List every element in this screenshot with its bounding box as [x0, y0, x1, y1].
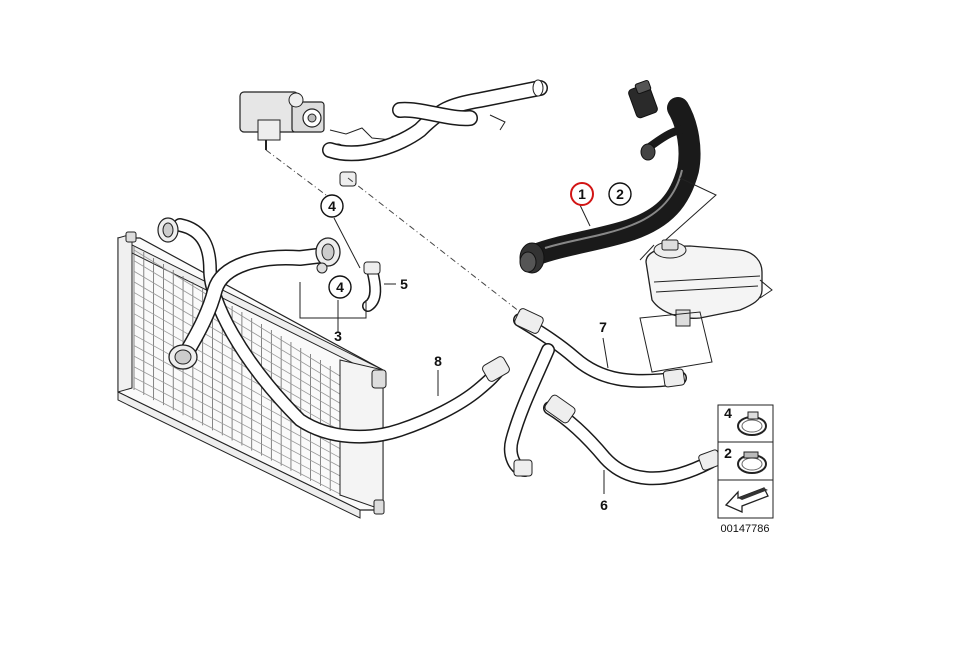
- callout-4a: 4: [320, 194, 344, 218]
- hose-1: [519, 79, 717, 274]
- legend-item-top-label: 4: [724, 405, 732, 421]
- hose-clamp-icon: [737, 411, 767, 436]
- callout-3-label: 3: [334, 328, 342, 344]
- callout-1: 1: [570, 182, 594, 206]
- hose-clamp-icon-2: [737, 451, 767, 474]
- callout-4b: 4: [328, 275, 352, 299]
- callout-2: 2: [608, 182, 632, 206]
- callout-7-label: 7: [599, 319, 607, 335]
- callout-4a-label: 4: [328, 198, 336, 214]
- callout-8-label: 8: [434, 353, 442, 369]
- hose-8: [173, 218, 510, 444]
- upper-pipe: [322, 79, 548, 162]
- hose-6: [543, 394, 722, 486]
- hose-5: [362, 261, 382, 312]
- callout-6-label: 6: [600, 497, 608, 513]
- expansion-tank-icon: [639, 239, 773, 373]
- thermostat-housing-icon: [239, 91, 399, 187]
- radiator-icon: [117, 231, 387, 519]
- radiator-upper-hose: [157, 217, 341, 370]
- callout-5-label: 5: [400, 276, 408, 292]
- hose-7: [503, 308, 687, 477]
- legend-item-bottom-label: 2: [724, 445, 732, 461]
- callout-1-label: 1: [578, 186, 586, 202]
- callout-2-label: 2: [616, 186, 624, 202]
- leader-lines: [265, 149, 609, 494]
- callout-4b-label: 4: [336, 279, 344, 295]
- arrow-icon: [724, 487, 769, 513]
- diagram-number: 00147786: [721, 523, 770, 535]
- legend-box: 4 2: [717, 404, 774, 519]
